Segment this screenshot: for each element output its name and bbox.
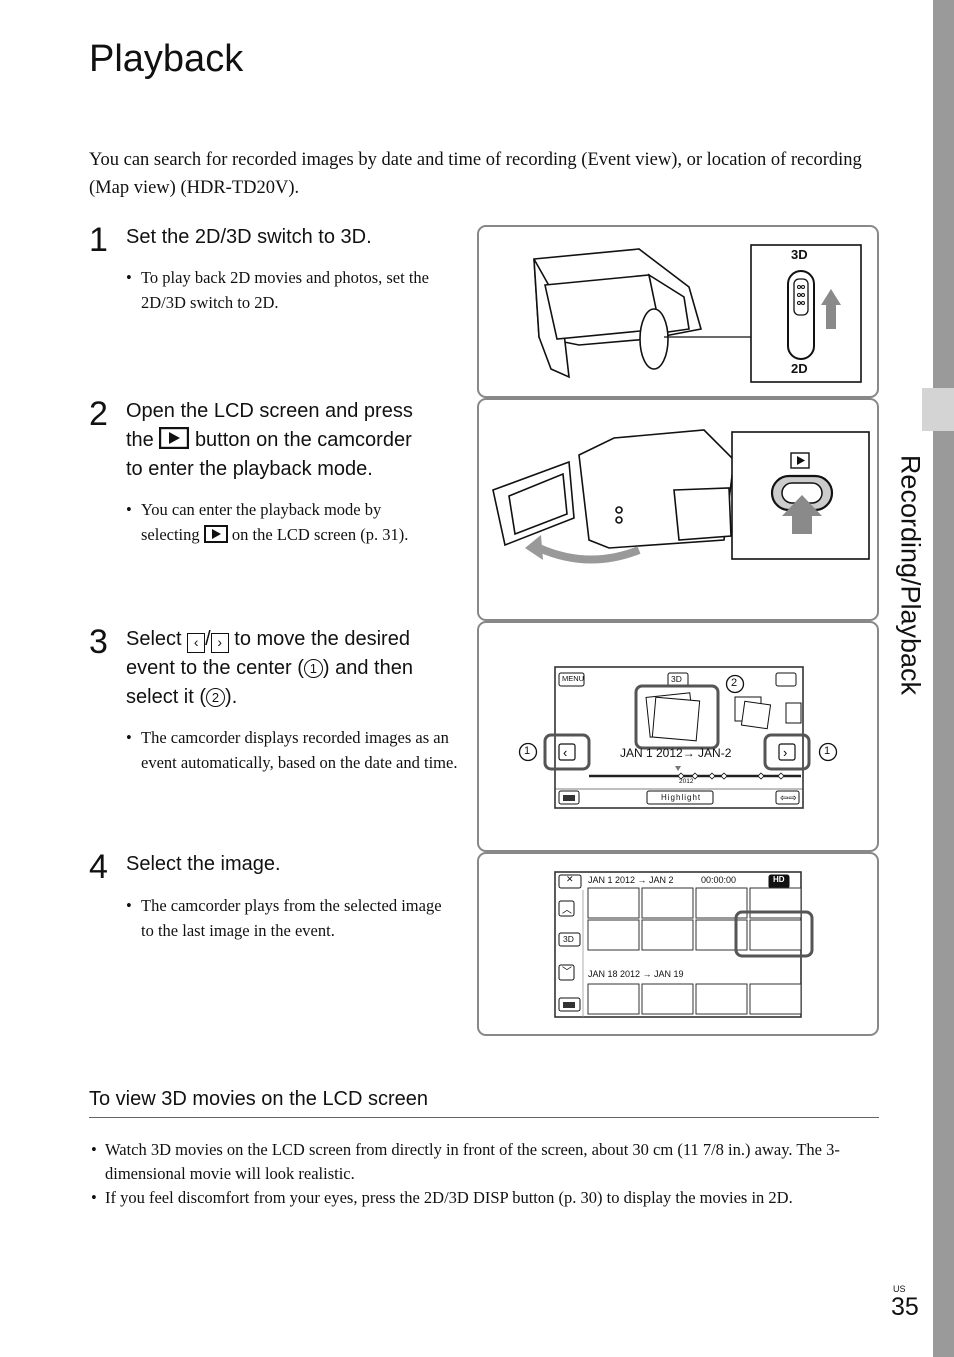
play-icon: [203, 524, 228, 543]
play-icon: [159, 427, 190, 449]
menu-button[interactable]: MENU: [562, 674, 585, 683]
step-1-number: 1: [89, 221, 108, 259]
page-number: 35: [891, 1293, 919, 1321]
camcorder-illustration: [533, 244, 862, 383]
second-date-range: JAN 18 2012 → JAN 19: [588, 969, 684, 979]
section-divider: [89, 1117, 879, 1118]
callout-2: 2: [731, 677, 738, 689]
step-4-bullet: •The camcorder plays from the selected i…: [126, 896, 442, 940]
index-view-screen: ︿ ﹀: [554, 871, 814, 1018]
svg-text:›: ›: [783, 745, 787, 760]
label-3d: 3D: [791, 247, 808, 262]
label-2d: 2D: [791, 361, 808, 376]
step-4-number: 4: [89, 848, 108, 886]
svg-text:︿: ︿: [562, 905, 572, 916]
callout-1-icon: 1: [303, 659, 323, 678]
step-4-title: Select the image.: [126, 853, 281, 875]
page-title: Playback: [89, 38, 244, 80]
close-button[interactable]: ✕: [566, 874, 574, 884]
list-item: •Watch 3D movies on the LCD screen from …: [91, 1140, 840, 1183]
figure-switch: 3D 2D: [477, 225, 879, 398]
step-1-title: Set the 2D/3D switch to 3D.: [126, 226, 372, 248]
event-date-range: JAN 1 2012→ JAN-2: [620, 746, 732, 760]
svg-text:‹: ‹: [563, 745, 567, 760]
list-item: •If you feel discomfort from your eyes, …: [91, 1188, 793, 1207]
timeline-year: 2012: [679, 778, 694, 785]
svg-text:⇦⇨: ⇦⇨: [780, 793, 797, 804]
figure-play-button: [477, 398, 879, 621]
section-label: Recording/Playback: [870, 440, 950, 710]
figure-event-view: ‹ › ⇦⇨ MENU 3D JAN 1 2012→ JAN-2 2012 Hi…: [477, 621, 879, 852]
callout-2-icon: 2: [206, 688, 226, 707]
callout-1-left: 1: [524, 745, 531, 757]
timecode: 00:00:00: [701, 875, 737, 885]
mode-3d-button[interactable]: 3D: [671, 674, 682, 684]
section-label-text: Recording/Playback: [895, 454, 926, 696]
highlight-button[interactable]: Highlight: [661, 793, 702, 802]
section-bullets: •Watch 3D movies on the LCD screen from …: [89, 1138, 889, 1210]
step-2-title: Open the LCD screen and press the button…: [126, 400, 413, 480]
page-region: US: [893, 1284, 906, 1294]
side-bar: [933, 0, 954, 1357]
step-3-bullet: •The camcorder displays recorded images …: [126, 728, 458, 772]
step-3-number: 3: [89, 623, 108, 661]
step-3-title: Select ‹/› to move the desired event to …: [126, 628, 413, 708]
section-heading: To view 3D movies on the LCD screen: [89, 1088, 429, 1110]
svg-text:﹀: ﹀: [562, 966, 572, 978]
section-tab: [922, 388, 954, 431]
figure-index-view: ︿ ﹀ ✕ JAN 1 2012 → JAN 2 00:00:00 HD 3D …: [477, 852, 879, 1036]
camcorder-open-illustration: [492, 429, 870, 564]
step-1-bullet: •To play back 2D movies and photos, set …: [126, 268, 430, 312]
step-2-number: 2: [89, 395, 108, 433]
next-icon: ›: [210, 633, 229, 653]
mode-3d-button[interactable]: 3D: [563, 934, 574, 944]
event-view-screen: ‹ › ⇦⇨: [518, 666, 838, 809]
intro-paragraph: You can search for recorded images by da…: [89, 150, 862, 198]
index-date-range: JAN 1 2012 → JAN 2: [588, 875, 674, 885]
callout-1-right: 1: [824, 745, 831, 757]
quality-badge: HD: [773, 875, 785, 884]
prev-icon: ‹: [187, 633, 206, 653]
